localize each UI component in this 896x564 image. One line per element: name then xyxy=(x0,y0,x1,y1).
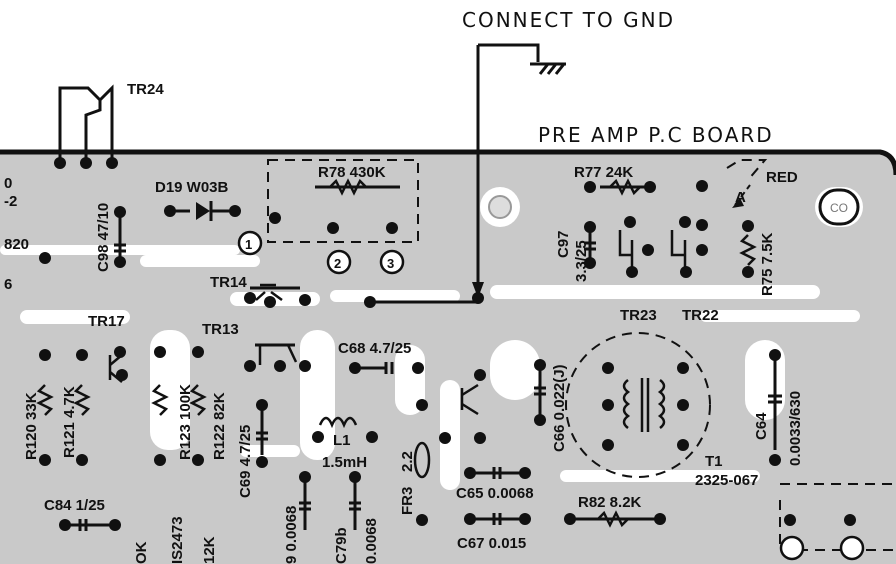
label-tr24: TR24 xyxy=(127,81,164,98)
connect-gnd-note: CONNECT TO GND xyxy=(462,8,675,32)
label-c67: C67 0.015 xyxy=(457,535,526,552)
label-edge-4: 6 xyxy=(4,276,12,293)
label-d19: D19 W03B xyxy=(155,179,229,196)
transformer-t1 xyxy=(622,378,666,432)
label-12k: 12K xyxy=(201,536,218,564)
label-edge-1: 0 xyxy=(4,175,12,192)
label-r75: R75 7.5K xyxy=(759,232,776,296)
label-c69: C69 4.7/25 xyxy=(237,425,254,498)
label-tr22: TR22 xyxy=(682,307,719,324)
label-r78: R78 430K xyxy=(318,164,386,181)
mounting-hole-center xyxy=(488,195,512,219)
mounting-hole-right xyxy=(818,188,860,226)
test-point-1: 1 xyxy=(245,237,252,252)
label-t1: T1 xyxy=(705,453,723,470)
label-t1-part: 2325-067 xyxy=(695,472,758,489)
label-a: A xyxy=(735,189,746,206)
label-c68: C68 4.7/25 xyxy=(338,340,411,357)
board-title: PRE AMP P.C BOARD xyxy=(538,123,774,147)
label-fr3-value: 2.2 xyxy=(399,451,416,472)
label-c84: C84 1/25 xyxy=(44,497,105,514)
fuse-resistor-fr3 xyxy=(413,441,431,479)
label-edge-3: 820 xyxy=(4,236,29,253)
solder-pads xyxy=(39,157,856,531)
label-c64-value: 0.0033/630 xyxy=(787,391,804,466)
resistor-symbols xyxy=(36,178,757,528)
label-r122: R122 82K xyxy=(211,392,228,460)
label-c64: C64 xyxy=(753,412,770,440)
inductor-l1 xyxy=(318,416,358,429)
label-tr13: TR13 xyxy=(202,321,239,338)
label-c97-value: 3.3/25 xyxy=(573,240,590,282)
label-tr14: TR14 xyxy=(210,274,247,291)
svg-text:CO: CO xyxy=(830,201,848,215)
test-point-3: 3 xyxy=(387,256,394,271)
arrow-head xyxy=(472,282,484,298)
diode-d19 xyxy=(196,202,210,220)
label-c79-value-b: 0.0068 xyxy=(363,518,380,564)
label-edge-2: -2 xyxy=(4,193,17,210)
label-c66: C66 0.022(J) xyxy=(551,364,568,452)
label-tr23: TR23 xyxy=(620,307,657,324)
test-points xyxy=(237,230,865,561)
label-tr17: TR17 xyxy=(88,313,125,330)
label-r82: R82 8.2K xyxy=(578,494,642,511)
label-c79b: C79b xyxy=(333,527,350,564)
test-point-2: 2 xyxy=(334,256,341,271)
label-r123: R123 100K xyxy=(177,384,194,460)
label-fr3: FR3 xyxy=(399,487,416,515)
label-c79-value-a: 9 0.0068 xyxy=(283,506,300,564)
label-r120: R120 33K xyxy=(23,392,40,460)
label-r77: R77 24K xyxy=(574,164,633,181)
label-ok: OK xyxy=(133,541,150,564)
label-l1-value: 1.5mH xyxy=(322,454,367,471)
label-c65: C65 0.0068 xyxy=(456,485,534,502)
label-c97: C97 xyxy=(555,230,572,258)
capacitor-symbols xyxy=(78,241,782,531)
label-c98: C98 47/10 xyxy=(95,203,112,272)
label-red: RED xyxy=(766,169,798,186)
label-l1: L1 xyxy=(333,432,351,449)
label-is2473: IS2473 xyxy=(169,516,186,564)
label-r121: R121 4.7K xyxy=(61,386,78,458)
ground-symbol xyxy=(530,62,566,75)
